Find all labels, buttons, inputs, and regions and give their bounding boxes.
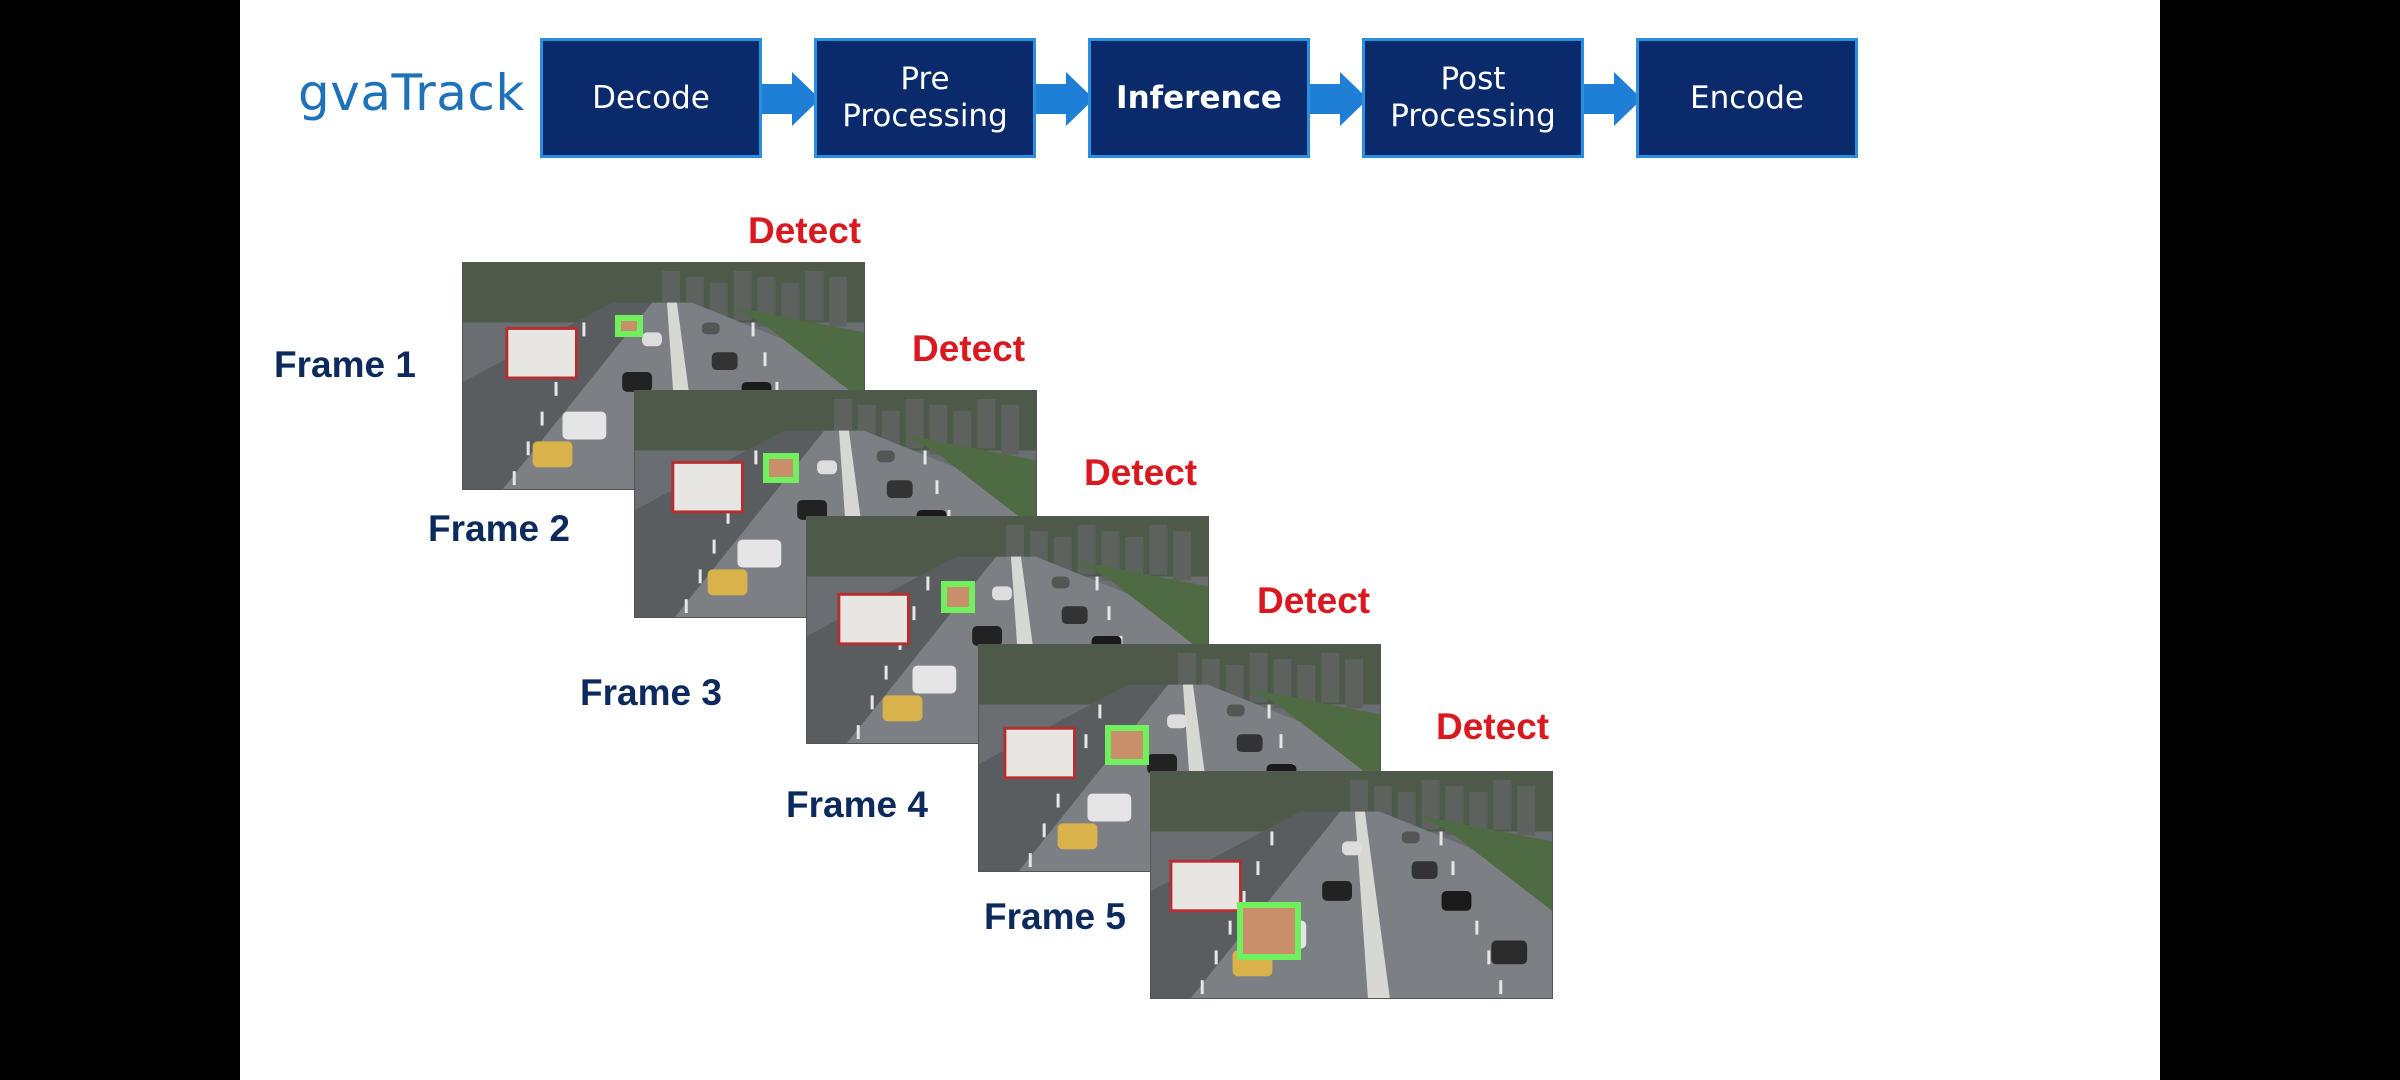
detection-box	[615, 315, 643, 337]
slide-title: gvaTrack	[298, 64, 525, 122]
stage-inference: Inference	[1088, 38, 1310, 158]
frame-label-1: Frame 1	[274, 344, 416, 385]
arrow-icon	[1036, 72, 1094, 126]
frame-label-5: Frame 5	[984, 896, 1126, 937]
detection-box	[1105, 725, 1149, 765]
detection-box	[763, 453, 799, 483]
arrow-icon	[762, 72, 820, 126]
frame-label-4: Frame 4	[786, 784, 928, 825]
detection-box	[1237, 902, 1301, 960]
detection-box	[941, 581, 975, 613]
road-scene-image	[1151, 772, 1552, 998]
stage-decode: Decode	[540, 38, 762, 158]
stage-encode: Encode	[1636, 38, 1858, 158]
detect-label-3: Detect	[1084, 452, 1198, 493]
arrow-icon	[1310, 72, 1368, 126]
detect-label-4: Detect	[1257, 580, 1371, 621]
frame-label-2: Frame 2	[428, 508, 570, 549]
frame-image-5	[1150, 771, 1553, 999]
detect-label-2: Detect	[912, 328, 1026, 369]
frame-label-3: Frame 3	[580, 672, 722, 713]
detect-label-5: Detect	[1436, 706, 1550, 747]
detect-label-1: Detect	[748, 210, 862, 251]
arrow-icon	[1584, 72, 1642, 126]
